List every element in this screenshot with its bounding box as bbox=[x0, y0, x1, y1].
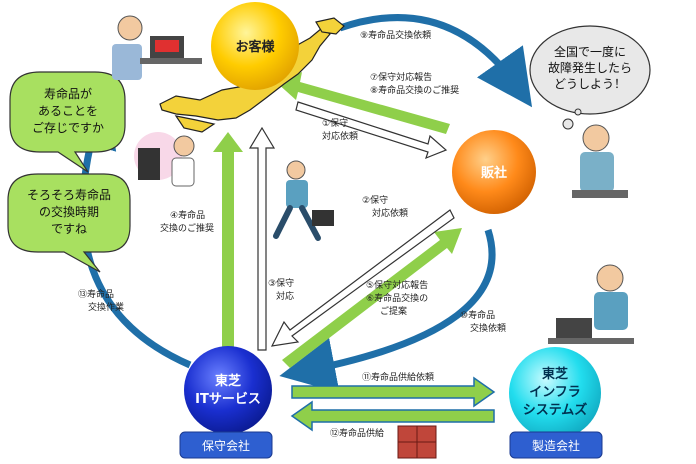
flow-10-label-1: ⑩寿命品 bbox=[460, 309, 495, 321]
flow-7-label-2: ⑧寿命品交換のご推奨 bbox=[370, 84, 459, 96]
customer-orb bbox=[211, 2, 299, 90]
flow-11-arrow bbox=[291, 376, 496, 408]
flow-13-label-1: ⑬寿命品 bbox=[78, 288, 114, 300]
flow-4-arrow bbox=[213, 132, 243, 350]
flow-3-arrow bbox=[248, 126, 276, 351]
flow-2-label-2: 対応依頼 bbox=[372, 207, 408, 219]
bubble-thought-line2: 故障発生したら bbox=[548, 60, 632, 75]
flow-4-label-2: 交換のご推奨 bbox=[160, 222, 214, 234]
flow-13-arrow bbox=[62, 89, 192, 369]
dealer-orb bbox=[452, 130, 536, 214]
customer-label: お客様 bbox=[235, 39, 275, 55]
flow-5-label-1: ⑤保守対応報告 bbox=[366, 279, 428, 291]
bubble-left-top: 寿命品が あることを ご存じですか bbox=[9, 71, 126, 173]
flow-5-label-2: ⑥寿命品交換の bbox=[366, 292, 428, 304]
bubble-left-bottom-line2: の交換時期 bbox=[39, 204, 99, 219]
bubble-left-top-line3: ご存じですか bbox=[32, 120, 104, 135]
flow-5-label-3: ご提案 bbox=[380, 305, 407, 317]
itservice-label-1: 東芝 bbox=[215, 373, 241, 389]
flow-7-arrow bbox=[276, 72, 450, 134]
flow-13-label-2: 交換作業 bbox=[88, 301, 124, 313]
dealer-label: 販社 bbox=[481, 165, 507, 181]
flow-11-label: ⑪寿命品供給依頼 bbox=[362, 371, 434, 383]
flow-10-label-2: 交換依頼 bbox=[470, 322, 506, 334]
infra-label-2: インフラ bbox=[529, 385, 581, 400]
flow-12-label: ⑫寿命品供給 bbox=[330, 427, 384, 439]
bubble-thought-line3: どうしよう！ bbox=[554, 77, 626, 91]
runner-briefcase-icon bbox=[273, 160, 334, 241]
flow-7-label-1: ⑦保守対応報告 bbox=[370, 71, 432, 83]
worried-person-icon bbox=[572, 124, 628, 198]
flow-9-arrow bbox=[338, 14, 533, 108]
phone-person-icon bbox=[548, 264, 634, 344]
flow-3-label-1: ③保守 bbox=[268, 277, 294, 289]
flow-1-arrow bbox=[295, 101, 448, 160]
flow-9-label: ⑨寿命品交換依頼 bbox=[360, 29, 431, 41]
bubble-left-bottom-line3: ですね bbox=[51, 222, 87, 236]
bubble-left-top-line2: あることを bbox=[38, 104, 98, 118]
flow-5-arrow bbox=[282, 228, 462, 368]
manufacturer-tag bbox=[509, 431, 603, 459]
flow-12-arrow bbox=[290, 400, 495, 432]
bubble-thought: 全国で一度に 故障発生したら どうしよう！ bbox=[529, 25, 651, 130]
flow-4-label-1: ④寿命品 bbox=[170, 209, 205, 221]
person-desk-icon bbox=[134, 132, 195, 187]
bubble-left-bottom: そろそろ寿命品 の交換時期 ですね bbox=[7, 173, 131, 273]
flow-1-label-1: ①保守 bbox=[322, 117, 348, 129]
itservice-orb bbox=[184, 346, 272, 434]
infra-label-3: システムズ bbox=[523, 402, 588, 418]
parcel-box-icon bbox=[397, 425, 437, 459]
maintenance-tag-text: 保守会社 bbox=[202, 438, 250, 453]
infra-orb bbox=[509, 347, 601, 439]
flow-10-arrow bbox=[279, 228, 496, 393]
bubble-left-bottom-line1: そろそろ寿命品 bbox=[27, 187, 111, 202]
person-laptop-icon bbox=[112, 15, 202, 80]
flow-2-arrow bbox=[270, 209, 455, 347]
flow-1-label-2: 対応依頼 bbox=[322, 130, 358, 142]
itservice-label-2: ITサービス bbox=[195, 391, 261, 407]
flow-2-label-1: ②保守 bbox=[362, 194, 388, 206]
maintenance-tag bbox=[179, 431, 273, 459]
infra-label-1: 東芝 bbox=[542, 366, 568, 382]
bubble-left-top-line1: 寿命品が bbox=[44, 86, 92, 101]
flow-3-label-2: 対応 bbox=[276, 290, 294, 302]
manufacturer-tag-text: 製造会社 bbox=[532, 438, 580, 453]
bubble-thought-line1: 全国で一度に bbox=[554, 44, 626, 59]
